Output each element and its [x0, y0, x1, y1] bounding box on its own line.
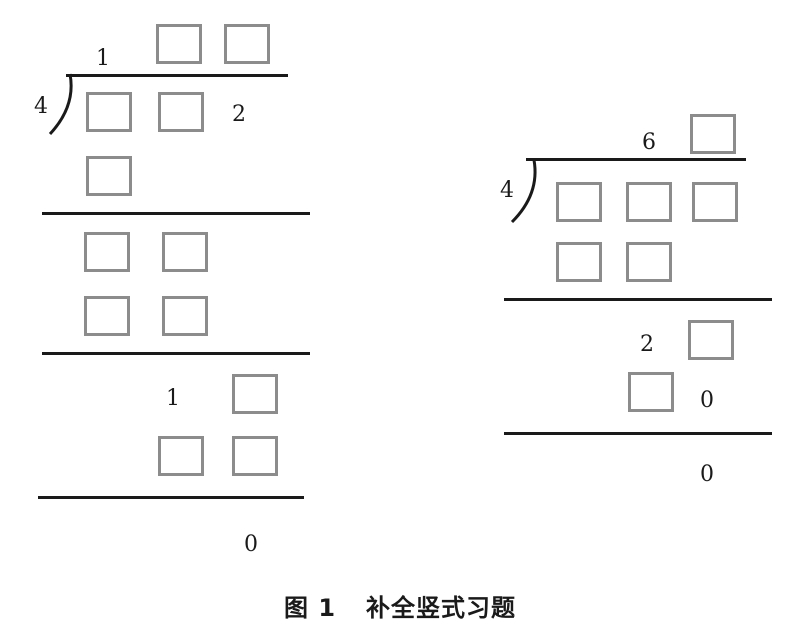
right-bracket-top-line [526, 158, 746, 161]
right-rule-1 [504, 298, 772, 301]
left-rule-3 [38, 496, 304, 499]
left-step2-box-3[interactable] [84, 296, 130, 336]
left-rule-2 [42, 352, 310, 355]
left-step2-box-4[interactable] [162, 296, 208, 336]
left-subtract1-box[interactable] [86, 156, 132, 196]
left-step3-box-2[interactable] [158, 436, 204, 476]
right-subtract1-box-2[interactable] [626, 242, 672, 282]
left-step3-digit: 1 [166, 386, 180, 411]
left-dividend-box-1[interactable] [86, 92, 132, 132]
right-rule-2 [504, 432, 772, 435]
left-quotient-digit: 1 [96, 46, 110, 71]
figure-title: 补全竖式习题 [366, 594, 517, 622]
left-final-remainder: 0 [244, 532, 258, 557]
left-quotient-box-1[interactable] [156, 24, 202, 64]
right-subtract1-box-1[interactable] [556, 242, 602, 282]
right-quotient-digit: 6 [642, 130, 656, 155]
right-dividend-box-2[interactable] [626, 182, 672, 222]
figure-caption: 图 1 补全竖式习题 [0, 588, 800, 623]
right-step2-box-2[interactable] [628, 372, 674, 412]
left-step3-box-3[interactable] [232, 436, 278, 476]
left-dividend-box-2[interactable] [158, 92, 204, 132]
left-bracket-top-line [66, 74, 288, 77]
left-step3-box-1[interactable] [232, 374, 278, 414]
left-step2-box-1[interactable] [84, 232, 130, 272]
right-divisor: 4 [500, 178, 514, 203]
right-step2-box-1[interactable] [688, 320, 734, 360]
left-quotient-box-2[interactable] [224, 24, 270, 64]
left-step2-box-2[interactable] [162, 232, 208, 272]
left-divisor: 4 [34, 94, 48, 119]
right-step2-digit: 2 [640, 332, 654, 357]
right-dividend-box-1[interactable] [556, 182, 602, 222]
right-dividend-box-3[interactable] [692, 182, 738, 222]
figure-label: 图 1 [283, 594, 337, 622]
right-step2-zero: 0 [700, 388, 714, 413]
left-rule-1 [42, 212, 310, 215]
left-dividend-digit: 2 [232, 102, 246, 127]
right-quotient-box[interactable] [690, 114, 736, 154]
right-final-remainder: 0 [700, 462, 714, 487]
